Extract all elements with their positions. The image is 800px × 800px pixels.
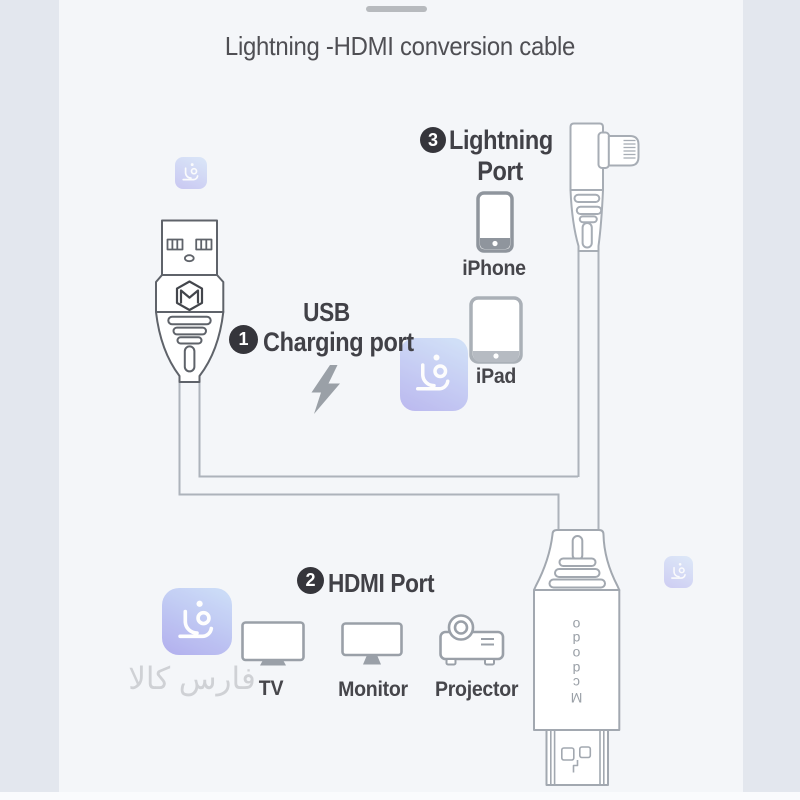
cable-brand-text: Mcdodo: [570, 616, 583, 707]
projector-icon: [439, 614, 505, 666]
watermark-logo: [400, 338, 468, 411]
lightning-label-line2: Port: [477, 156, 523, 186]
watermark-logo: [664, 556, 693, 588]
iphone-icon: [476, 191, 514, 253]
usb-label-line1: USB: [303, 297, 350, 327]
watermark-logo: [175, 157, 207, 189]
tv-label: TV: [258, 677, 284, 700]
badge-2: 2: [297, 567, 324, 594]
right-margin-rail: [743, 0, 800, 800]
ipad-icon: [469, 296, 523, 364]
mcdodo-logo-icon: [175, 280, 204, 312]
farskala-glyph-icon: [416, 354, 450, 391]
farskala-glyph-icon: [670, 562, 686, 579]
hdmi-label: HDMI Port: [328, 568, 435, 598]
badge-1: 1: [229, 325, 258, 354]
badge-3: 3: [420, 127, 446, 153]
bottom-strip: [0, 792, 800, 800]
usb-label-line2: Charging port: [263, 327, 414, 357]
monitor-label: Monitor: [338, 678, 408, 701]
tv-icon: [241, 621, 305, 666]
monitor-icon: [341, 622, 403, 665]
iphone-label: iPhone: [462, 257, 526, 280]
watermark-caption: فارس کالا: [128, 661, 256, 696]
lightning-plug-icon: [569, 122, 640, 252]
farskala-glyph-icon: [182, 163, 199, 181]
projector-label: Projector: [434, 678, 519, 701]
cable-lines: [178, 251, 600, 531]
hdmi-plug-icon: [533, 529, 621, 786]
ipad-label: iPad: [475, 365, 517, 388]
farskala-glyph-icon: [178, 600, 214, 638]
watermark-logo: [162, 588, 232, 655]
page-title: Lightning -HDMI conversion cable: [224, 31, 576, 61]
bolt-icon: [311, 365, 340, 414]
left-margin-rail: [0, 0, 59, 800]
drag-handle-bar: [366, 6, 427, 12]
usb-plug-icon: [155, 219, 225, 383]
lightning-label-line1: Lightning: [449, 125, 553, 155]
